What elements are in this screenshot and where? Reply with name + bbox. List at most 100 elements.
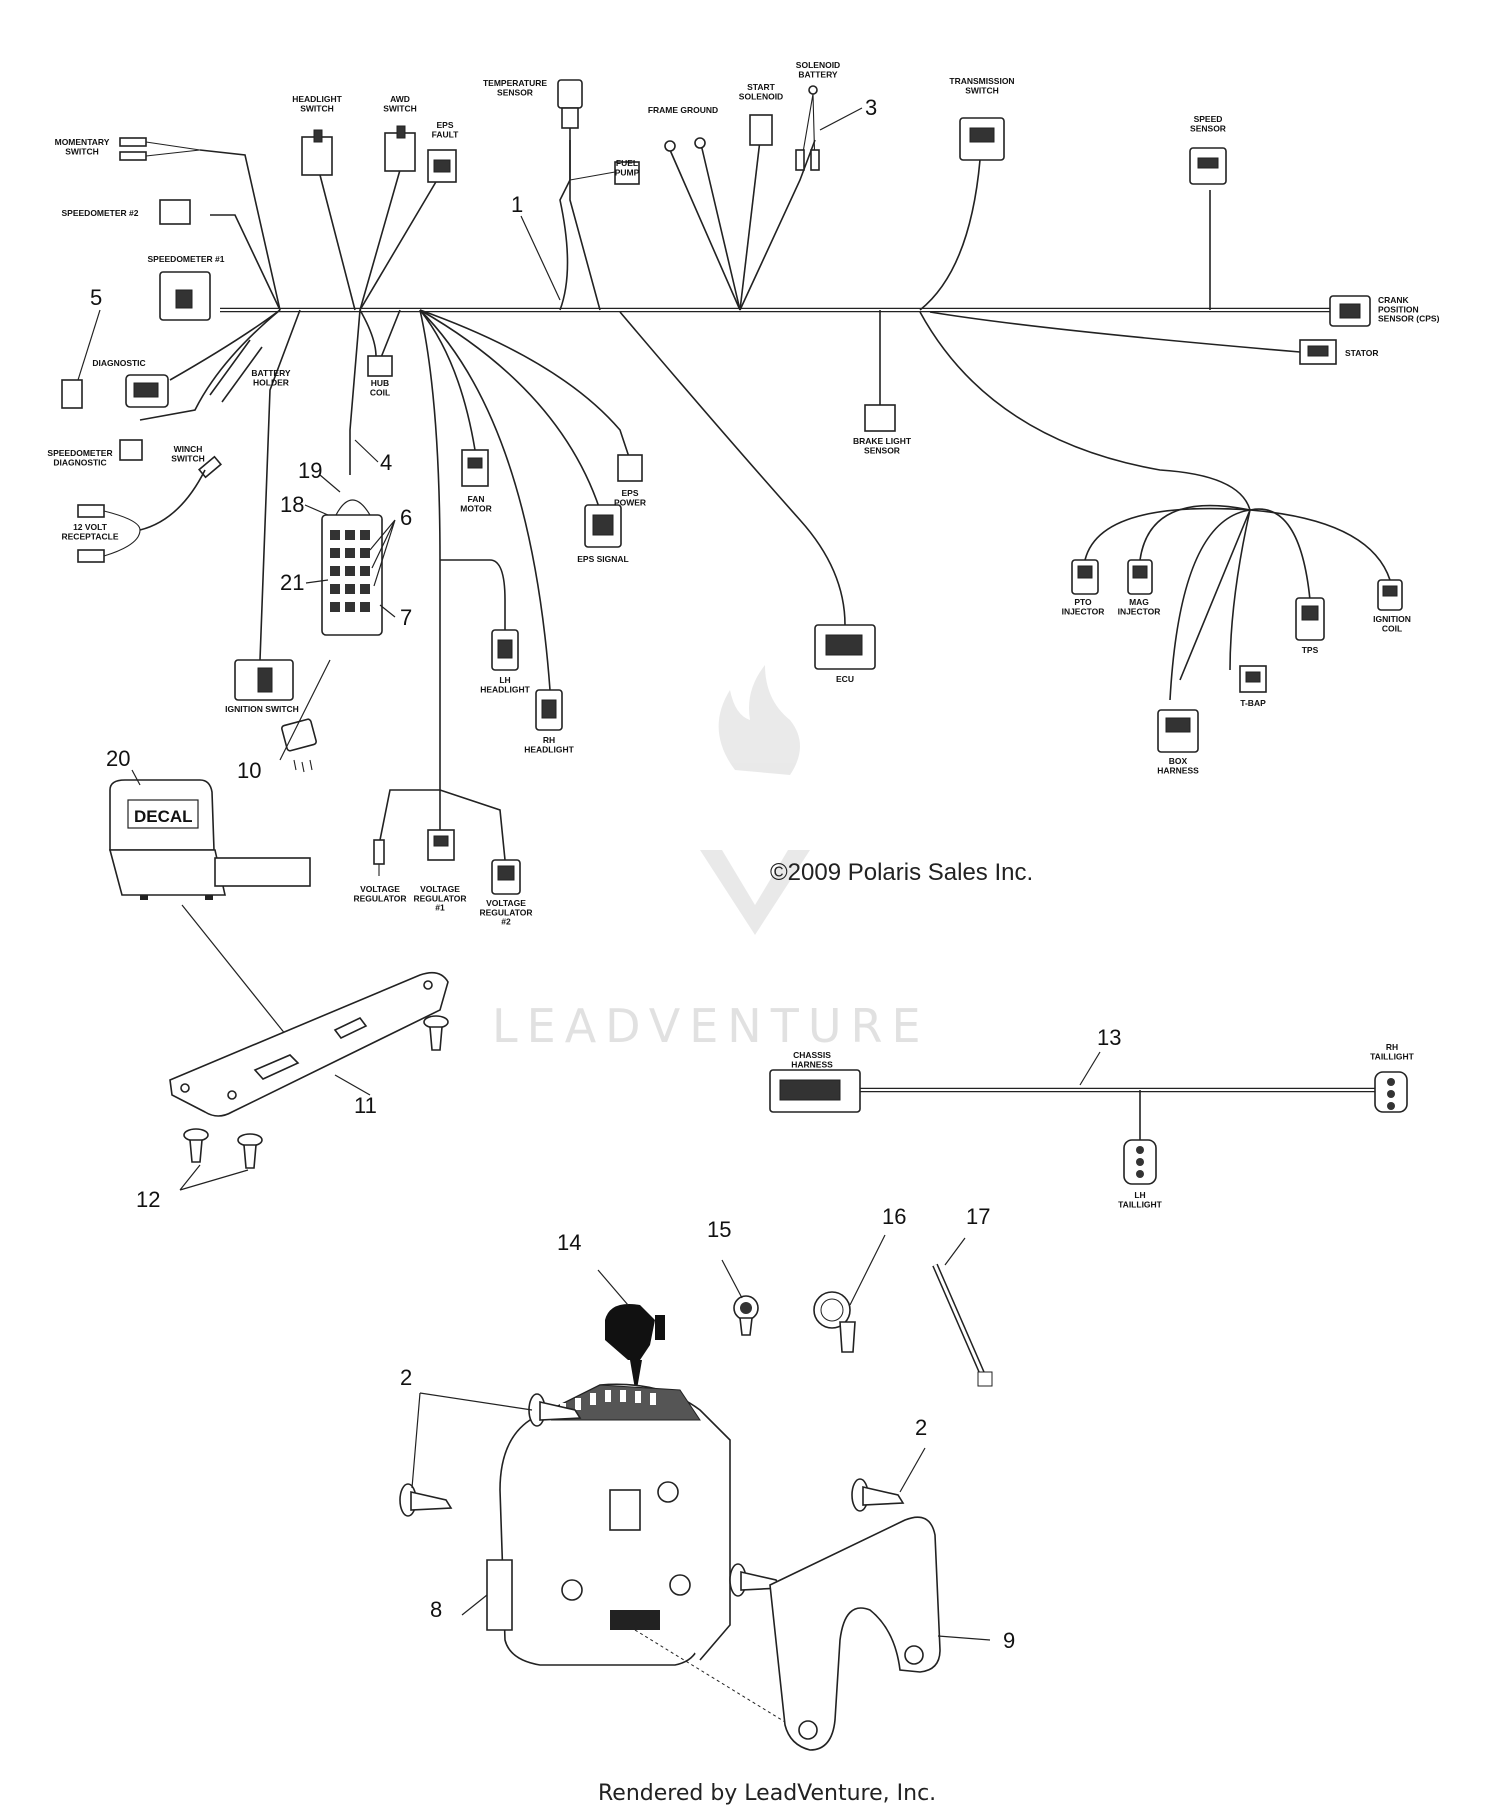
ignition-switch-connector — [234, 659, 294, 701]
ecu-connector — [814, 624, 876, 670]
label-line: TPS — [1302, 645, 1319, 655]
label-line: #1 — [435, 903, 445, 913]
connectors — [61, 79, 1403, 895]
label-line: SENSOR (CPS) — [1378, 314, 1440, 324]
speedometer-diagnostic-connector — [119, 439, 143, 461]
callout-12: 12 — [136, 1187, 160, 1212]
12-volt-receptacle-connector — [77, 504, 141, 563]
callout-6: 6 — [400, 505, 412, 530]
watermark-text: LEADVENTURE — [492, 999, 930, 1053]
label-line: TAILLIGHT — [1370, 1051, 1415, 1061]
box-harness-connector — [1157, 709, 1199, 753]
label-line: SPEEDOMETER #1 — [148, 254, 225, 264]
label-line: SWITCH — [383, 103, 417, 113]
label-line: SWITCH — [171, 453, 205, 463]
label-line: VOLTAGE — [486, 898, 526, 908]
callout-numbers: 1 2 2 3 4 5 6 7 8 9 10 11 12 13 14 15 16… — [77, 95, 1121, 1653]
temperature-sensor-connector — [557, 79, 583, 180]
stator-connector — [1299, 339, 1337, 365]
speed-sensor-connector — [1189, 147, 1227, 185]
callout-18: 18 — [280, 492, 304, 517]
callout-19: 19 — [298, 458, 322, 483]
label-line: MOTOR — [460, 503, 491, 513]
label-line: SPEEDOMETER — [47, 448, 112, 458]
ignition-coil-connector — [1377, 579, 1403, 611]
label-line: SENSOR — [1190, 123, 1226, 133]
label-line: HEADLIGHT — [524, 744, 574, 754]
relay-10 — [279, 659, 331, 773]
label-line: VOLTAGE — [420, 884, 460, 894]
label-line: REGULATOR — [353, 893, 406, 903]
voltage-regulator-1-connector — [427, 829, 455, 861]
label-line: FUEL — [616, 158, 638, 168]
label-line: POWER — [614, 497, 646, 507]
label-diagnostic: DIAGNOSTIC — [92, 358, 145, 368]
label-line: INJECTOR — [1118, 606, 1161, 616]
hub-coil-connector — [367, 355, 393, 377]
callout-11: 11 — [354, 1093, 377, 1118]
callout-4: 4 — [380, 450, 392, 475]
push-pin-2-b — [399, 1483, 453, 1517]
fuse-block — [321, 499, 396, 636]
label-line: SWITCH — [965, 85, 999, 95]
label-line: HUB — [371, 378, 389, 388]
label-line: TRANSMISSION — [949, 76, 1014, 86]
label-line: FRAME GROUND — [648, 105, 718, 115]
label-line: BRAKE LIGHT — [853, 436, 912, 446]
label-line: SOLENOID — [796, 60, 840, 70]
label-line: VOLTAGE — [360, 884, 400, 894]
transmission-switch-connector — [959, 117, 1005, 161]
main-harness-trunk — [139, 139, 1391, 861]
callout-15: 15 — [707, 1217, 731, 1242]
instrument-housing — [461, 1383, 791, 1726]
momentary-switch-connector — [119, 137, 201, 161]
label-line: DIAGNOSTIC — [53, 457, 106, 467]
footer-text: Rendered by LeadVenture, Inc. — [598, 1781, 936, 1806]
label-line: #2 — [501, 917, 511, 927]
label-line: WINCH — [174, 444, 203, 454]
label-line: SENSOR — [864, 445, 900, 455]
frame-ground-terminal-2 — [694, 137, 706, 149]
fan-motor-connector — [461, 449, 489, 487]
label-line: BATTERY — [251, 368, 291, 378]
label-line: REGULATOR — [479, 907, 532, 917]
label-line: SPEED — [1194, 114, 1223, 124]
label-line: PUMP — [615, 167, 640, 177]
t-bap-connector — [1239, 665, 1267, 693]
label-line: HEADLIGHT — [292, 94, 342, 104]
callout-21: 21 — [280, 570, 304, 595]
callout-16: 16 — [882, 1204, 906, 1229]
clamp-15 — [721, 1259, 759, 1336]
push-pin-2-c — [851, 1478, 905, 1512]
brake-light-sensor-connector — [864, 404, 896, 432]
label-line: RH — [543, 735, 555, 745]
solenoid-battery-terminals — [795, 85, 820, 171]
label-t-bap: T-BAP — [1240, 698, 1266, 708]
voltage-regulator-assembly: DECAL — [108, 779, 311, 1041]
label-line: BATTERY — [798, 69, 838, 79]
label-line: START — [747, 82, 776, 92]
decal-label: DECAL — [134, 807, 193, 826]
callout-20: 20 — [106, 746, 130, 771]
leadventure-watermark: LEADVENTURE — [492, 665, 930, 1053]
label-line: IGNITION — [1373, 614, 1411, 624]
frame-ground-terminal — [664, 140, 676, 152]
label-line: ECU — [836, 674, 854, 684]
diagnostic-connector-5 — [61, 379, 83, 409]
label-speedometer-2: SPEEDOMETER #2 — [62, 208, 139, 218]
